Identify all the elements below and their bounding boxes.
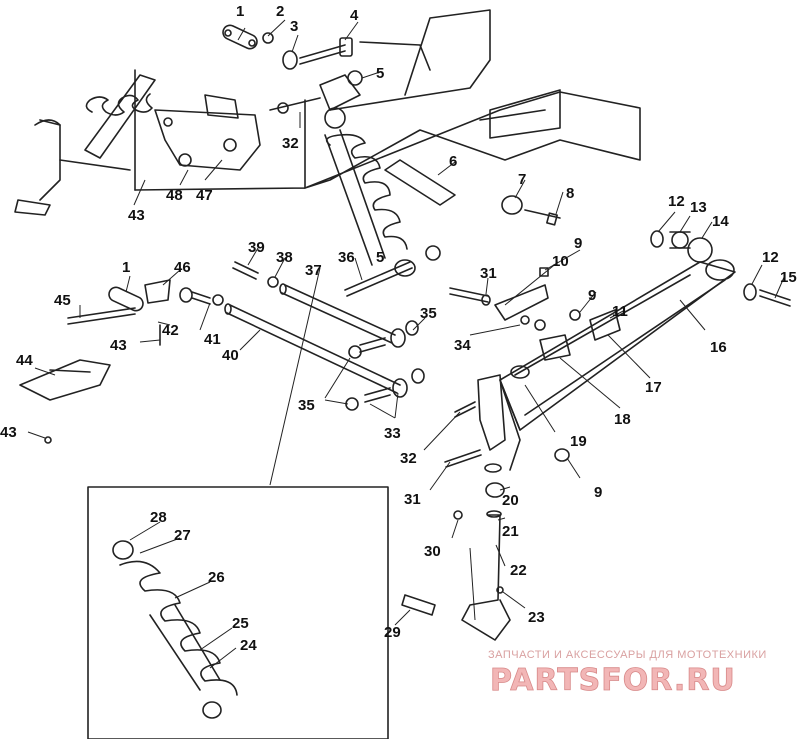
callout-number: 5 [376,249,384,266]
callout-number: 21 [502,523,519,540]
callout-number: 46 [174,259,191,276]
callout-number: 16 [710,339,727,356]
front-shock [269,74,416,277]
callout-number: 48 [166,187,183,204]
callout-number: 31 [480,265,497,282]
watermark-logo: PARTSFOR.RU [490,663,736,698]
callout-number: 31 [404,491,421,508]
callout-number: 39 [248,239,265,256]
callout-number: 2 [276,3,284,20]
spindle-assembly [401,365,570,641]
callout-number: 29 [384,624,401,641]
callout-number: 22 [510,562,527,579]
callout-number: 17 [645,379,662,396]
callout-number: 10 [552,253,569,270]
left-hardware [67,279,224,346]
callout-number: 33 [384,425,401,442]
callout-number: 3 [290,18,298,35]
callout-number: 7 [518,171,526,188]
callout-number: 30 [424,543,441,560]
callout-number: 38 [276,249,293,266]
callout-number: 13 [690,199,707,216]
callout-number: 36 [338,249,355,266]
callout-number: 9 [574,235,582,252]
rear-shock-left [14,74,156,216]
callout-number: 12 [668,193,685,210]
chassis-frame [134,9,641,191]
callout-number: 32 [400,450,417,467]
callout-number: 11 [612,303,628,320]
callout-number: 5 [376,65,384,82]
inset-shock [87,486,389,739]
callout-number: 35 [420,305,437,322]
callout-number: 27 [174,527,191,544]
callout-number: 43 [110,337,127,354]
callout-number: 34 [454,337,471,354]
callout-number: 20 [502,492,519,509]
a-arm [499,259,736,431]
callout-number: 45 [54,292,71,309]
callout-number: 40 [222,347,239,364]
callout-number: 8 [566,185,574,202]
callout-number: 32 [282,135,299,152]
callout-number: 15 [780,269,797,286]
leader-lines [27,19,786,669]
callout-number: 47 [196,187,213,204]
callout-number: 12 [762,249,779,266]
callout-number: 18 [614,411,631,428]
callout-number: 42 [162,322,179,339]
bolts [232,261,491,468]
callout-number: 14 [712,213,729,230]
callout-number: 24 [240,637,257,654]
callout-number: 23 [528,609,545,626]
skid-plate [19,359,111,444]
callout-number: 37 [305,262,322,279]
callout-number: 43 [128,207,145,224]
watermark: ЗАПЧАСТИ И АКСЕССУАРЫ ДЛЯ МОТОТЕХНИКИ PA… [488,649,767,698]
callout-number: 9 [588,287,596,304]
callout-number: 35 [298,397,315,414]
callout-number: 1 [122,259,130,276]
watermark-tagline: ЗАПЧАСТИ И АКСЕССУАРЫ ДЛЯ МОТОТЕХНИКИ [488,649,767,661]
tie-rods [224,283,425,411]
callout-number: 9 [594,484,602,501]
callout-number: 41 [204,331,221,348]
small-brackets [494,267,621,361]
callout-number: 19 [570,433,587,450]
callout-number: 4 [350,7,359,24]
callout-number: 6 [449,153,457,170]
callout-number: 1 [236,3,244,20]
spindle-hardware [384,159,561,261]
callout-number: 26 [208,569,225,586]
callout-number: 44 [16,352,33,369]
callout-number: 28 [150,509,167,526]
callout-number: 43 [0,424,17,441]
mount-bracket [154,94,261,171]
callout-number: 25 [232,615,249,632]
